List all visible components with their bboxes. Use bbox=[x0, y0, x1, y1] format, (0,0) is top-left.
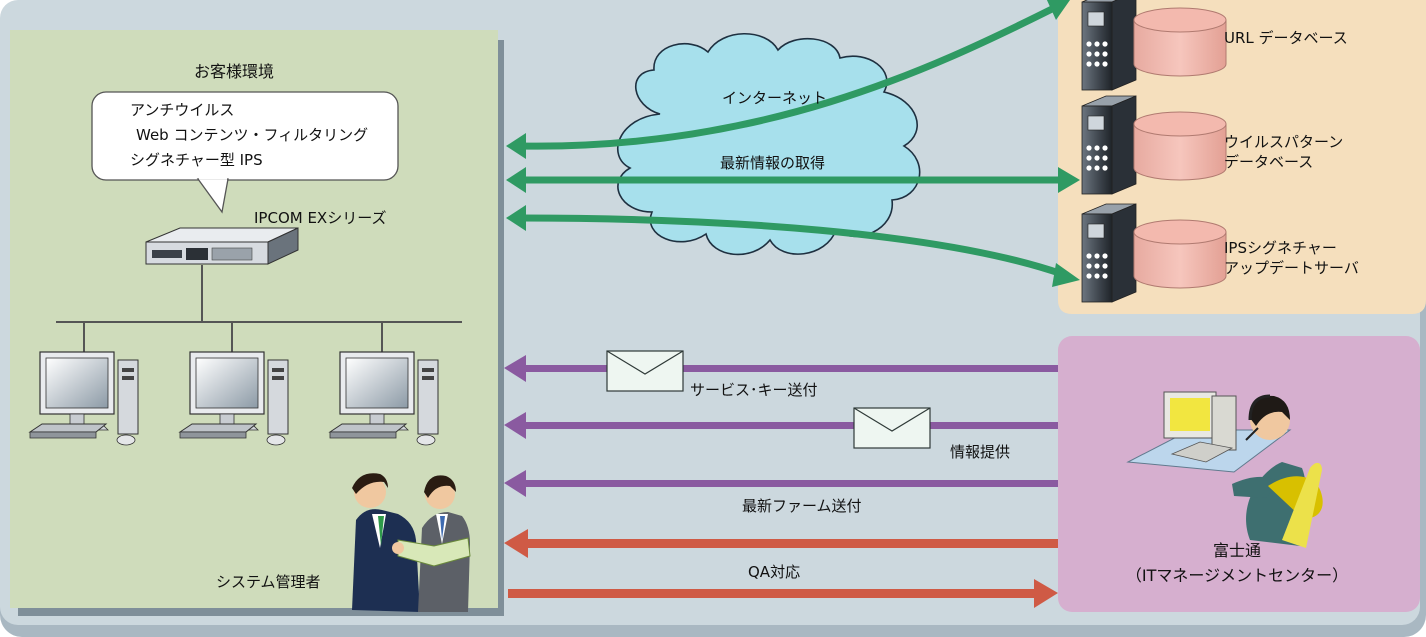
bubble-line-1: アンチウイルス bbox=[130, 101, 235, 119]
client-pcs bbox=[28, 351, 439, 446]
database-icon bbox=[1133, 7, 1227, 77]
bubble-line-2: Web コンテンツ・フィルタリング bbox=[136, 126, 369, 144]
server-label-url-db: URL データベース bbox=[1224, 29, 1348, 47]
green-arrowheads bbox=[506, 0, 1080, 287]
cloud-label: インターネット bbox=[722, 89, 828, 107]
feature-bubble bbox=[91, 91, 399, 214]
support-arrows bbox=[504, 355, 1058, 608]
pc-icon bbox=[328, 351, 439, 446]
green-arrows bbox=[516, 4, 1066, 278]
server-tower-icon bbox=[1081, 203, 1137, 303]
server-tower-icon bbox=[1081, 0, 1137, 91]
flow-label-firmware: 最新ファーム送付 bbox=[742, 497, 862, 515]
center-box bbox=[1058, 336, 1420, 612]
pc-icon bbox=[28, 351, 139, 446]
server-label-ips-server: IPSシグネチャー アップデートサーバ bbox=[1224, 239, 1359, 277]
flow-label-service-key: サービス･キー送付 bbox=[690, 381, 818, 399]
database-icon bbox=[1133, 111, 1227, 181]
server-tower-icon bbox=[1081, 95, 1137, 195]
device-label: IPCOM EXシリーズ bbox=[254, 209, 387, 227]
database-icon bbox=[1133, 219, 1227, 289]
operator-illustration bbox=[1126, 391, 1323, 548]
ipcom-device bbox=[145, 227, 299, 265]
envelope-icon bbox=[606, 350, 684, 392]
bubble-line-3: シグネチャー型 IPS bbox=[130, 151, 263, 169]
envelope-icon bbox=[853, 407, 931, 449]
lan-lines bbox=[56, 265, 462, 352]
server-stacks bbox=[1081, 0, 1227, 303]
customer-title: お客様環境 bbox=[194, 62, 275, 81]
admin-label: システム管理者 bbox=[216, 573, 321, 591]
admin-people bbox=[352, 473, 471, 612]
flow-label-qa: QA対応 bbox=[748, 563, 801, 581]
center-label: 富士通 （ITマネージメントセンター） bbox=[1125, 541, 1349, 585]
pc-icon bbox=[178, 351, 289, 446]
cloud-sub-label: 最新情報の取得 bbox=[720, 154, 826, 172]
flow-label-info: 情報提供 bbox=[950, 443, 1011, 461]
server-label-virus-db: ウイルスパターン データベース bbox=[1224, 133, 1344, 171]
